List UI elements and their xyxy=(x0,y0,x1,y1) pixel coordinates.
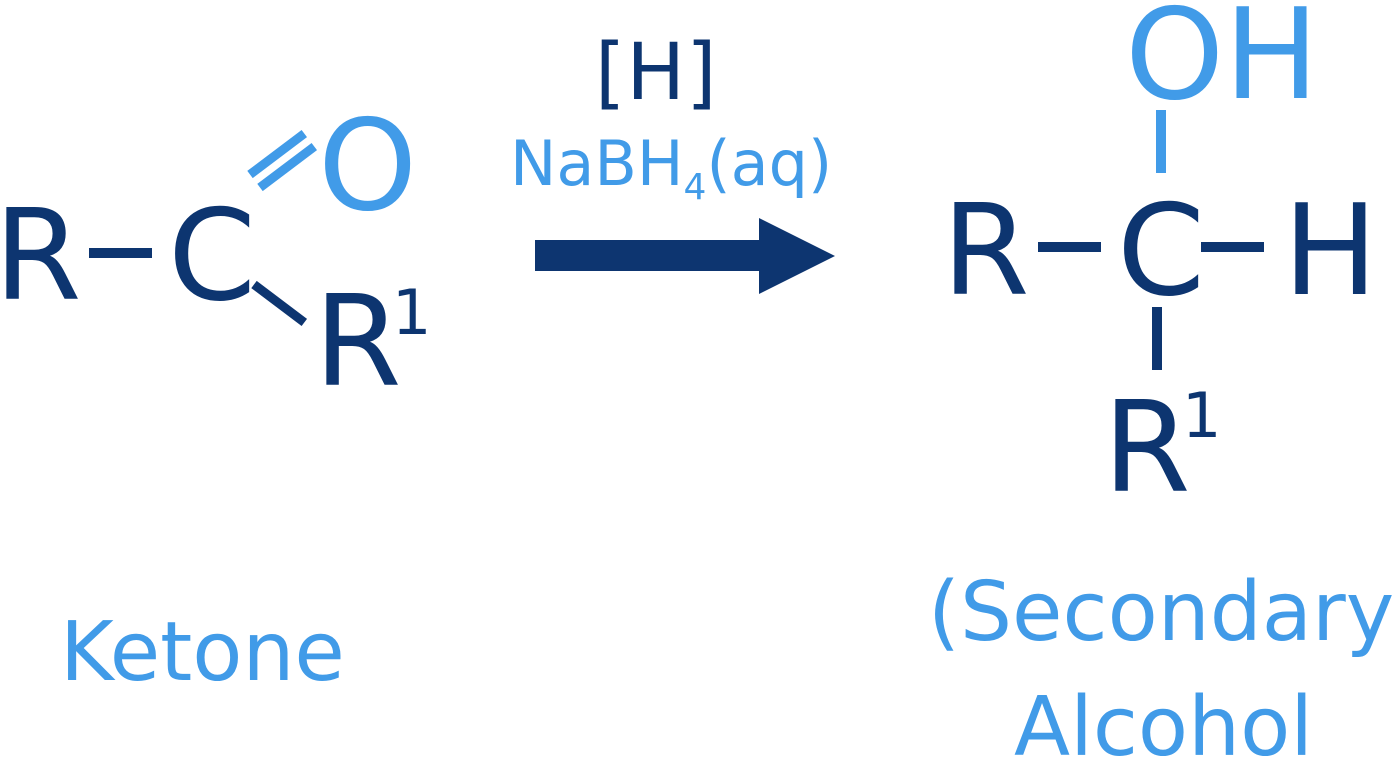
alcohol-atom-r1: R xyxy=(1103,374,1191,521)
alcohol-atom-r: R xyxy=(942,177,1030,324)
product-label-line2: Alcohol xyxy=(1013,680,1314,775)
reagent-subscript: 4 xyxy=(683,167,707,208)
alcohol-bond-c-oh xyxy=(1156,110,1166,173)
reagent-prefix: NaBH xyxy=(510,127,684,200)
alcohol-bond-c-h xyxy=(1201,242,1264,252)
ketone-atom-c: C xyxy=(168,182,256,329)
alcohol-bond-r-c xyxy=(1038,242,1101,252)
reagent-state: (aq) xyxy=(706,127,833,200)
reactant-label: Ketone xyxy=(60,605,345,700)
ketone-atom-o: O xyxy=(318,92,418,239)
reducing-agent-symbol: [H] xyxy=(595,28,718,118)
product-label-line1: (Secondary) xyxy=(928,565,1399,660)
reagent-formula: NaBH4(aq) xyxy=(510,133,832,206)
alcohol-r1-superscript: 1 xyxy=(1182,379,1222,452)
alcohol-bond-c-r1 xyxy=(1152,307,1162,370)
ketone-r1-superscript: 1 xyxy=(392,276,432,349)
alcohol-atom-c: C xyxy=(1117,177,1205,324)
ketone-atom-r: R xyxy=(0,182,82,329)
ketone-bond-r-c xyxy=(89,248,152,258)
ketone-atom-r1: R xyxy=(314,268,402,415)
ketone-bond-c-r1 xyxy=(251,280,308,327)
alcohol-group-oh: OH xyxy=(1125,0,1319,128)
alcohol-atom-h: H xyxy=(1283,177,1378,324)
right-arrow-icon xyxy=(535,218,835,294)
